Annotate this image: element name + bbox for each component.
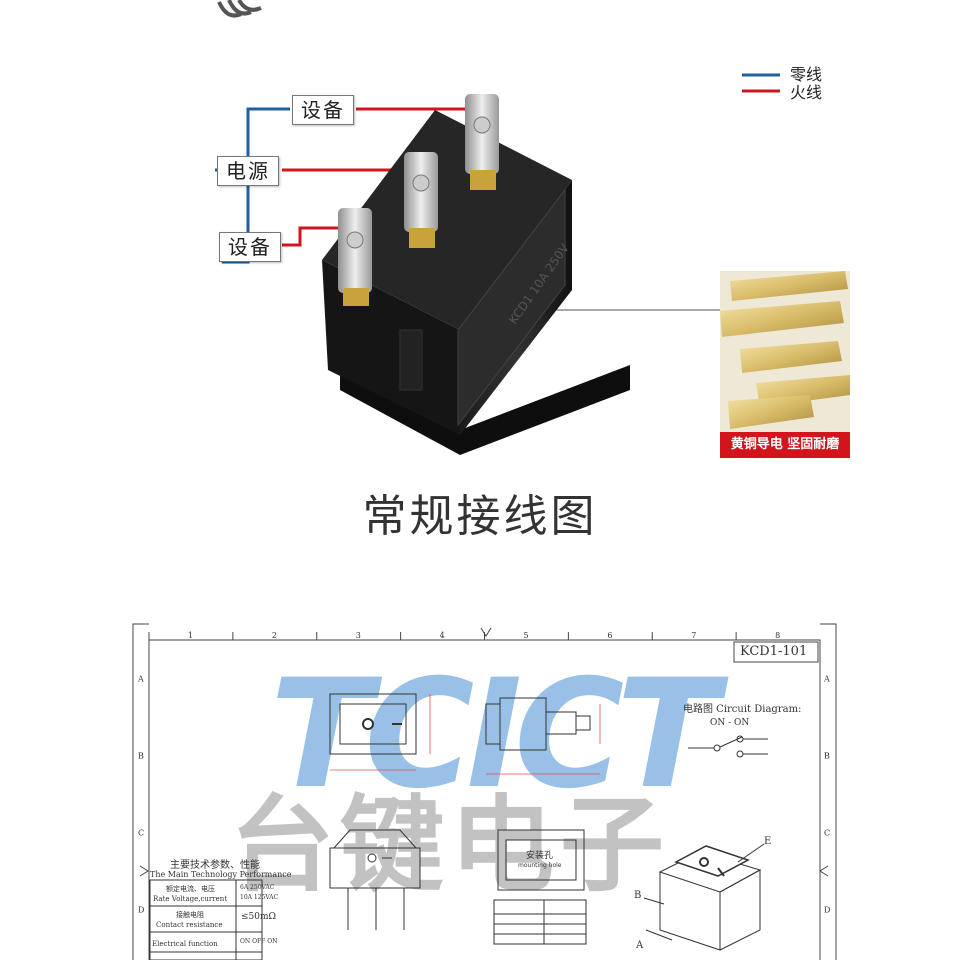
spec-row-2-en: Contact resistance: [156, 921, 223, 929]
drawing-column-label: 8: [775, 631, 780, 640]
drawing-row-label: B: [138, 752, 144, 761]
circuit-mode-label: ON - ON: [710, 718, 750, 728]
drawing-row-label: B: [824, 752, 830, 761]
specs-title-en: The Main Technology Performance: [150, 870, 292, 879]
drawing-row-label: D: [824, 906, 830, 915]
legend-live-label: 火线: [790, 83, 823, 102]
drawing-row-label: D: [138, 906, 144, 915]
legend-lines: [742, 73, 780, 93]
drawing-column-label: 1: [188, 631, 193, 640]
drawing-model-label: KCD1-101: [740, 644, 808, 659]
device-label-top: 设备: [292, 95, 354, 125]
rocker-switch-photo: KCD1 10A 250V: [322, 94, 630, 455]
spec-row-2-cn: 接触电阻: [176, 911, 204, 919]
spec-row-1-value-1: 6A 250VAC: [240, 884, 275, 891]
spec-row-3-en: Electrical function: [152, 940, 218, 948]
drawing-column-label: 3: [356, 631, 361, 640]
drawing-row-label: C: [138, 829, 144, 838]
mount-hole-label-cn: 安装孔: [526, 851, 554, 861]
circuit-diagram-title: 电路图 Circuit Diagram:: [683, 704, 802, 715]
part-label-e: E: [764, 836, 772, 847]
legend-neutral-label: 零线: [790, 65, 823, 84]
wiring-caption: 常规接线图: [362, 491, 598, 542]
watermark-logo: TCICT: [270, 648, 719, 822]
drawing-column-label: 5: [523, 631, 528, 640]
brass-banner: 黄铜导电 坚固耐磨: [720, 432, 850, 458]
drawing-row-label: C: [824, 829, 830, 838]
watermark-company: 台键电子: [230, 784, 671, 906]
spring-fragment: [217, 0, 262, 18]
power-label: 电源: [217, 156, 279, 186]
specs-title-cn: 主要技术参数、性能: [170, 860, 260, 871]
spec-row-1-value-2: 10A 125VAC: [240, 894, 279, 901]
brass-photo: [720, 271, 850, 433]
drawing-column-label: 4: [440, 631, 445, 640]
spec-row-3-value-1: ON OFF ON: [240, 938, 278, 945]
drawing-row-label: A: [137, 675, 144, 684]
part-label-a: A: [636, 940, 644, 951]
spec-row-1-cn: 额定电流、电压: [166, 885, 215, 893]
spec-row-1-en: Rate Voltage,current: [153, 895, 228, 903]
part-label-b: B: [634, 890, 642, 901]
drawing-column-label: 6: [607, 631, 612, 640]
device-label-bottom: 设备: [219, 232, 281, 262]
drawing-row-label: A: [823, 675, 830, 684]
spec-row-2-value-1: ≤50mΩ: [241, 912, 276, 922]
drawing-column-label: 7: [691, 631, 696, 640]
drawing-column-label: 2: [272, 631, 277, 640]
mount-hole-label-en: mounting hole: [518, 862, 562, 869]
